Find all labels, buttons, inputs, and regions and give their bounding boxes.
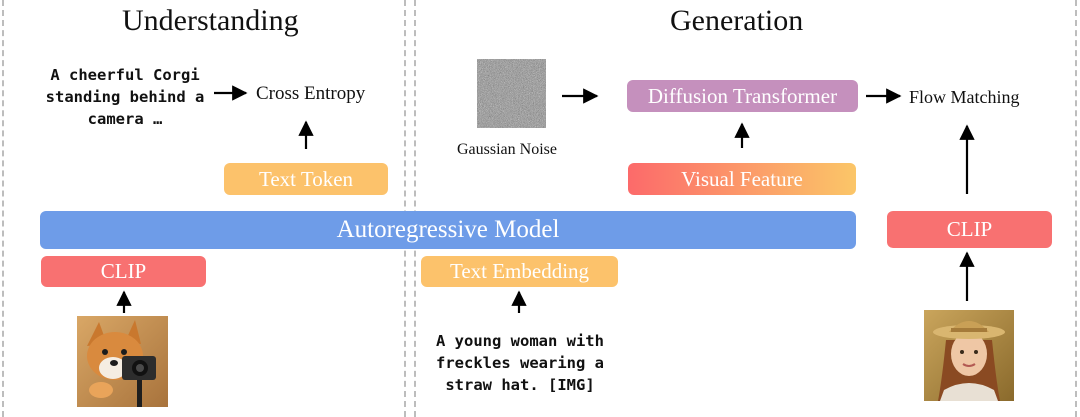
section-divider-right bbox=[414, 0, 416, 417]
diffusion-transformer-box: Diffusion Transformer bbox=[627, 80, 858, 112]
understanding-heading: Understanding bbox=[122, 4, 299, 37]
text-embedding-box: Text Embedding bbox=[421, 256, 618, 287]
clip-box-understanding: CLIP bbox=[41, 256, 206, 287]
autoregressive-model-box: Autoregressive Model bbox=[40, 211, 856, 249]
section-divider-left bbox=[404, 0, 406, 417]
corgi-photo bbox=[77, 316, 168, 407]
generation-heading: Generation bbox=[670, 4, 804, 37]
clip-box-generation: CLIP bbox=[887, 211, 1052, 248]
generation-prompt: A young woman with freckles wearing a st… bbox=[436, 332, 604, 394]
gaussian-noise-label: Gaussian Noise bbox=[457, 141, 557, 158]
right-border bbox=[1075, 0, 1077, 417]
understanding-caption: A cheerful Corgi standing behind a camer… bbox=[45, 66, 205, 128]
woman-photo bbox=[924, 310, 1014, 401]
visual-feature-box: Visual Feature bbox=[628, 163, 856, 195]
cross-entropy-label: Cross Entropy bbox=[256, 83, 366, 104]
text-token-box: Text Token bbox=[224, 163, 388, 195]
left-border bbox=[2, 0, 4, 417]
flow-matching-label: Flow Matching bbox=[909, 87, 1020, 107]
gaussian-noise-image bbox=[477, 59, 546, 128]
